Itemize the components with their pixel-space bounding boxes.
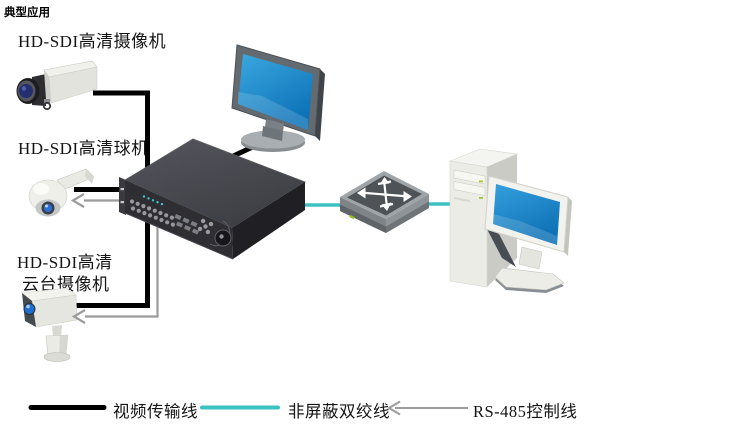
switch-led (349, 214, 355, 220)
label-box-camera: HD-SDI高清摄像机 (18, 32, 167, 51)
rs485-arrowheads (70, 193, 86, 324)
dvr-led-row (142, 195, 164, 206)
label-ptz-line1: HD-SDI高清 (17, 253, 113, 272)
dvr-icon (119, 138, 306, 260)
label-dome-camera: HD-SDI高清球机 (18, 139, 149, 158)
box-camera-icon (16, 60, 98, 111)
dvr-dpad (197, 218, 214, 235)
label-ptz-line2: 云台摄像机 (22, 275, 110, 294)
label-ptz-camera: HD-SDI高清云台摄像机 (17, 252, 113, 296)
ptz-camera-icon (21, 287, 78, 362)
page-title: 典型应用 (4, 7, 50, 19)
monitor-icon (231, 44, 325, 152)
legend-label-video: 视频传输线 (113, 402, 198, 421)
switch-arrows-glyph (357, 177, 412, 211)
legend-label-rs485: RS-485控制线 (473, 402, 578, 421)
network-switch-icon (340, 171, 429, 233)
pc-monitor-icon (484, 175, 572, 293)
dvr-round-buttons (129, 199, 175, 227)
legend-rs485-arrow-swatch (387, 400, 468, 416)
legend-label-utp: 非屏蔽双绞线 (288, 402, 390, 421)
dvr-rect-buttons (174, 213, 200, 235)
dome-camera-icon (28, 168, 95, 217)
